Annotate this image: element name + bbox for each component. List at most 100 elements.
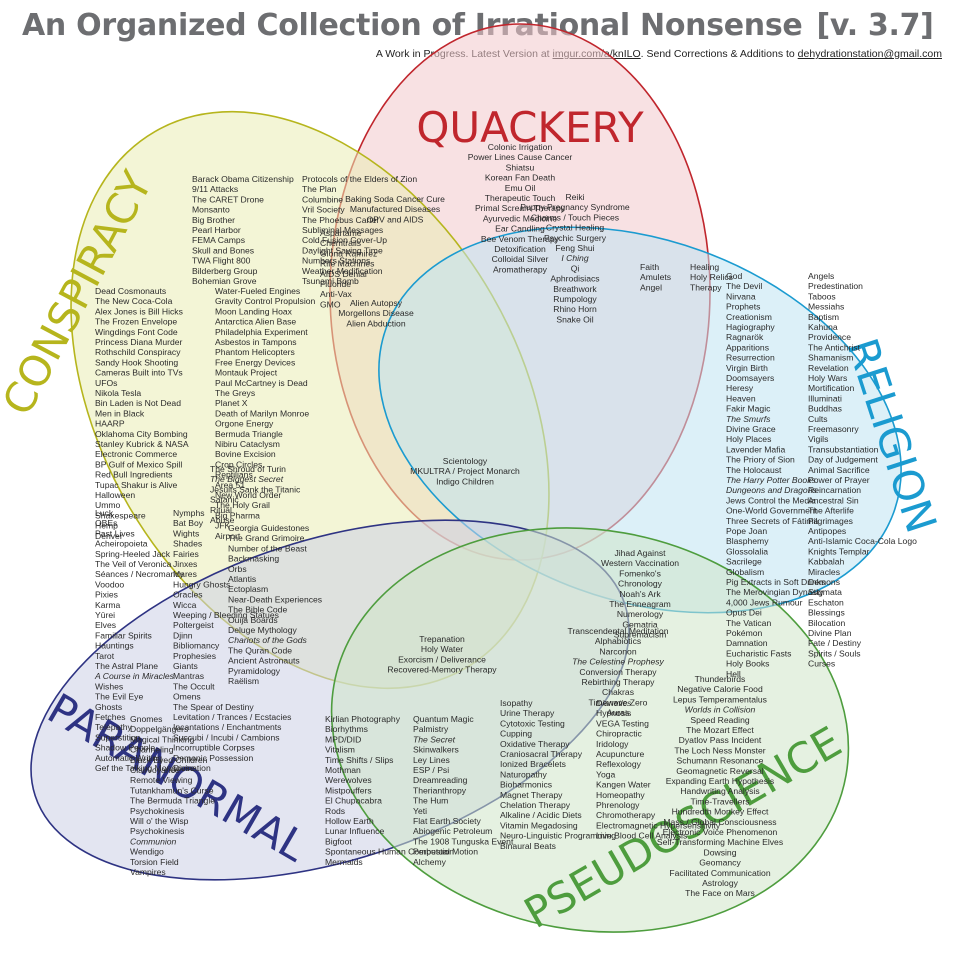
venn-item: Time-Travellers xyxy=(690,796,749,806)
venn-item: Electronic Voice Phenomenon xyxy=(663,827,778,837)
venn-item: Vril Society xyxy=(302,205,345,215)
quackery-set-name: QUACKERY xyxy=(416,103,644,152)
venn-item: Binaural Beats xyxy=(500,841,556,851)
venn-item: Baking Soda Cancer Cure xyxy=(345,194,445,204)
venn-item: The Quran Code xyxy=(228,645,292,655)
venn-item: The Mozart Effect xyxy=(686,725,754,735)
venn-item: Hungry Ghosts xyxy=(173,579,230,589)
email-link[interactable]: dehydrationstation@gmail.com xyxy=(797,48,942,60)
venn-item: Psychokinesis xyxy=(130,806,184,816)
venn-item: The Biggest Secret xyxy=(210,474,284,484)
venn-item: Reptilians xyxy=(215,470,253,480)
venn-item: Supremacism xyxy=(614,630,667,640)
venn-item: Big Pharma xyxy=(215,510,260,520)
venn-item: Montauk Project xyxy=(215,368,278,378)
venn-item: The Holy Grail xyxy=(215,500,270,510)
venn-item: Dreamreading xyxy=(413,775,468,785)
venn-item: The Grand Grimoire xyxy=(228,533,305,543)
venn-item: Qi xyxy=(571,263,580,273)
venn-item: Rhino Horn xyxy=(553,304,597,314)
venn-item: Hypnosis xyxy=(596,708,631,718)
venn-item: Handwriting Analysis xyxy=(680,786,759,796)
venn-item: Puppy Pregnancy Syndrome xyxy=(520,202,630,212)
venn-item: Blessings xyxy=(808,608,845,618)
venn-item: Asbestos in Tampons xyxy=(215,337,297,347)
venn-item: Shamanism xyxy=(808,353,853,363)
venn-item: Aphrodisiacs xyxy=(550,274,599,284)
venn-item: Rumpology xyxy=(553,294,597,304)
venn-item: Lunar Influence xyxy=(325,826,384,836)
venn-item: Crystal Healing xyxy=(546,223,604,233)
venn-item: Holy Water xyxy=(421,644,463,654)
venn-item: Alien Autopsy xyxy=(350,298,403,308)
venn-item: The Spear of Destiny xyxy=(173,702,254,712)
venn-item: The 1908 Tunguska Event xyxy=(413,836,514,846)
venn-item: Nibiru Cataclysm xyxy=(215,439,280,449)
venn-item: Astrology xyxy=(702,878,739,888)
venn-item: Numerology xyxy=(617,609,664,619)
venn-item: Schumann Resonance xyxy=(677,756,764,766)
venn-item: A Course in Miracles xyxy=(94,671,175,681)
venn-item: Recovered-Memory Therapy xyxy=(387,665,497,675)
venn-item: Red Bull Ingredients xyxy=(95,470,172,480)
venn-item: Animal Sacrifice xyxy=(808,465,870,475)
venn-item: Wendigo xyxy=(130,847,164,857)
venn-item: Conversion Therapy xyxy=(579,667,657,677)
venn-item: Psychokinesis xyxy=(130,826,184,836)
venn-item: Jews Control the Media xyxy=(726,495,816,505)
venn-item: Flat Earth Society xyxy=(413,816,482,826)
venn-item: Shades xyxy=(173,539,202,549)
venn-item: Abuse xyxy=(210,515,235,525)
venn-item: The Plan xyxy=(302,184,337,194)
venn-item: Water-Fueled Engines xyxy=(215,286,300,296)
venn-item: Karma xyxy=(95,600,121,610)
venn-item: Chelation Therapy xyxy=(500,800,571,810)
venn-item: Holy Books xyxy=(726,659,769,669)
venn-item: Ionized Bracelets xyxy=(500,759,566,769)
venn-item: Live Blood Cell Analysis xyxy=(596,831,687,841)
venn-item: Detoxification xyxy=(494,244,546,254)
venn-item: The Phoebus Cartel xyxy=(302,215,379,225)
venn-item: Facilitated Communication xyxy=(669,868,770,878)
venn-item: Revelation xyxy=(808,363,849,373)
venn-item: Kabbalah xyxy=(808,557,845,567)
venn-item: Dyatlov Pass Incident xyxy=(679,735,762,745)
venn-item: Divine Grace xyxy=(726,424,776,434)
venn-item: Worlds in Collision xyxy=(685,705,756,715)
venn-item: The Enneagram xyxy=(609,599,671,609)
venn-item: Prophesies xyxy=(173,651,216,661)
venn-item: Near-Death Experiences xyxy=(228,594,322,604)
venn-item: Nikola Tesla xyxy=(95,388,141,398)
venn-item: Doomsayers xyxy=(726,373,774,383)
venn-item: Opus Dei xyxy=(726,608,762,618)
venn-item: Holy Relics xyxy=(690,272,733,282)
venn-item: The Afterlife xyxy=(808,506,854,516)
venn-item: Vitamin Megadosing xyxy=(500,820,578,830)
venn-item: Free Energy Devices xyxy=(215,357,295,367)
venn-item: The Loch Ness Monster xyxy=(674,745,765,755)
venn-item: Moon Landing Hoax xyxy=(215,306,293,316)
venn-item: Therianthropy xyxy=(413,785,467,795)
venn-item: Backmasking xyxy=(228,554,279,564)
venn-item: Rods xyxy=(325,806,345,816)
venn-item: The Veil of Veronica xyxy=(95,559,172,569)
venn-item: Satanic xyxy=(210,495,239,505)
venn-item: Timewave Zero xyxy=(589,697,648,707)
venn-item: Torsion Field xyxy=(130,857,179,867)
venn-item: Fetches xyxy=(95,712,126,722)
venn-item: Eschaton xyxy=(808,597,844,607)
venn-item: Chronology xyxy=(618,579,663,589)
venn-item: Acheiropoieta xyxy=(95,539,148,549)
venn-item: Breathwork xyxy=(553,284,597,294)
venn-item: Nirvana xyxy=(726,291,756,301)
venn-item: Apparitions xyxy=(726,342,769,352)
venn-item: Chakras xyxy=(602,687,634,697)
venn-item: Mothman xyxy=(325,765,361,775)
venn-item: Perpetual Motion xyxy=(413,847,478,857)
